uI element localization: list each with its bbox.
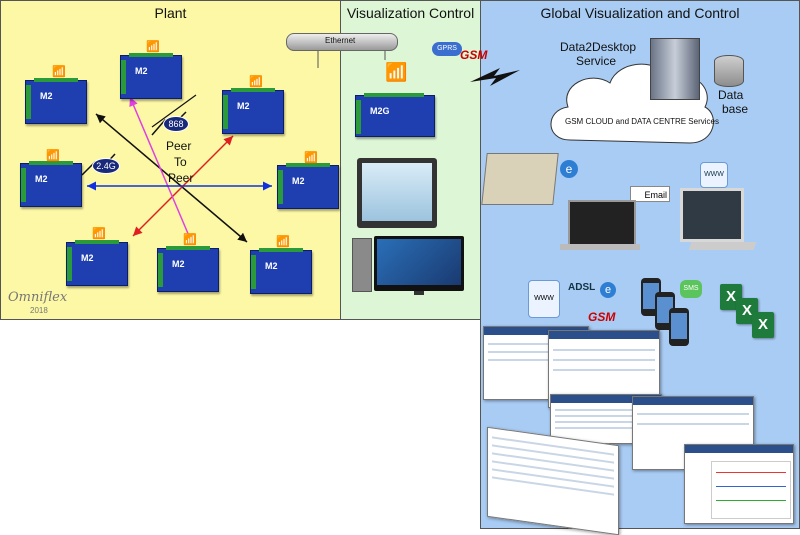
service-label: Service (576, 54, 617, 68)
server-rack (650, 38, 700, 100)
database-label-1: Data (718, 88, 744, 102)
device-mid-left: M2 (20, 161, 82, 207)
device-mid-right: M2 (277, 163, 339, 209)
www-globe-icon: WWW (700, 162, 728, 188)
antenna-icon: 📶 (385, 62, 408, 82)
gsm-logo: GSM (460, 48, 488, 62)
brand-year: 2018 (30, 306, 48, 315)
antenna-icon: 📶 (146, 41, 160, 53)
device-top-left: M2 (25, 78, 87, 124)
ethernet-cable: Ethernet (286, 33, 398, 51)
gprs-badge: GPRS (432, 42, 462, 56)
arrow-magenta-diag (129, 96, 193, 244)
peer-to-label: To (174, 155, 187, 169)
antenna-icon: 📶 (52, 66, 66, 78)
freq-badge-868: 868 (163, 116, 189, 132)
antenna-icon: 📶 (92, 228, 106, 240)
viz-title: Visualization Control (346, 5, 475, 21)
gprs-lightning (470, 68, 520, 86)
www-globe-icon: WWW (528, 280, 560, 318)
device-top-center: M2 (120, 53, 182, 99)
internet-explorer-icon: e (560, 160, 578, 178)
gsm-logo: GSM (588, 310, 616, 324)
cloud-services-label: GSM CLOUD and DATA CENTRE Services (565, 117, 719, 126)
antenna-icon: 📶 (304, 152, 318, 164)
plant-title: Plant (154, 5, 187, 21)
ethernet-label: Ethernet (325, 36, 356, 45)
mobile-phone (669, 308, 689, 346)
device-top-right: M2 (222, 88, 284, 134)
database-icon (714, 55, 744, 87)
spreadsheet-screenshot (487, 426, 619, 535)
desktop-monitor (680, 188, 744, 242)
device-bottom-right: M2 (250, 248, 312, 294)
freq-badge-24g: 2.4G (92, 158, 120, 174)
data2desktop-label: Data2Desktop (560, 40, 637, 54)
antenna-icon: 📶 (276, 236, 290, 248)
old-laptop (481, 153, 559, 205)
keyboard (688, 242, 757, 250)
email-icon: Email (630, 186, 670, 202)
antenna-icon: 📶 (46, 150, 60, 162)
peer-label-2: Peer (168, 171, 194, 185)
internet-explorer-icon: e (600, 282, 616, 298)
global-title: Global Visualization and Control (540, 5, 740, 21)
gateway-device: M2G (355, 93, 435, 137)
laptop (568, 200, 636, 248)
sms-icon: SMS (680, 280, 702, 298)
hmi-touch-panel (357, 158, 437, 228)
database-label-2: base (722, 102, 749, 116)
device-bottom-left: M2 (66, 240, 128, 286)
brand-text: Omniflex (8, 290, 68, 305)
trend-chart-screenshot (684, 444, 794, 524)
controller-box (352, 238, 372, 292)
peer-label-1: Peer (166, 139, 192, 153)
omniflex-logo: Omniflex (8, 290, 67, 305)
excel-icon: X (752, 312, 774, 338)
laptop-base (560, 244, 640, 250)
smart-tv (374, 236, 464, 295)
antenna-icon: 📶 (183, 234, 197, 246)
adsl-badge: ADSL (568, 282, 596, 293)
antenna-icon: 📶 (249, 76, 263, 88)
device-bottom-center: M2 (157, 246, 219, 292)
